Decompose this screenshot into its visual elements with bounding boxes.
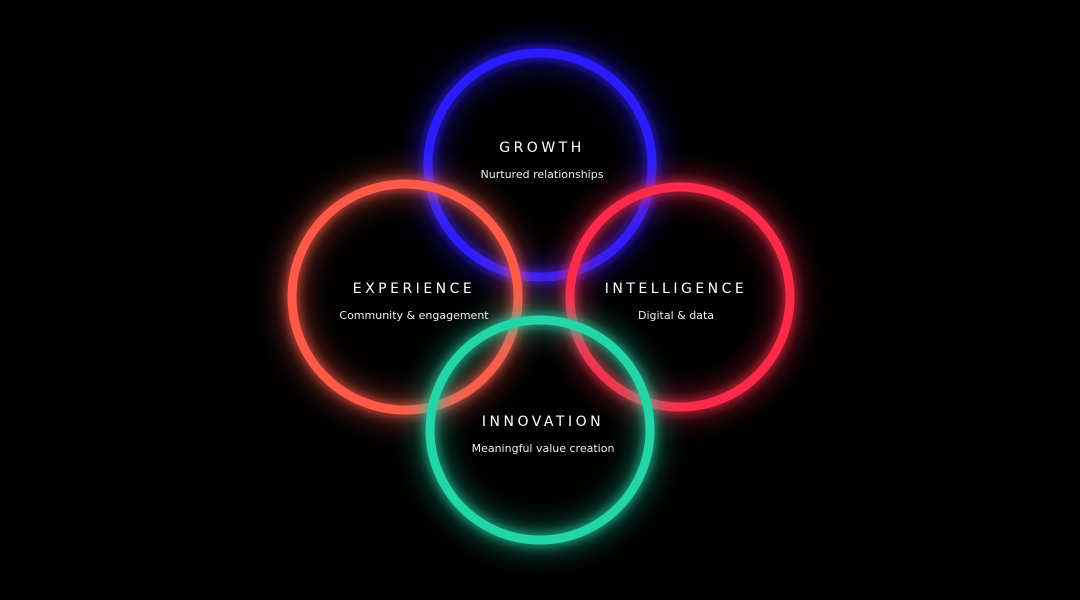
experience-title: EXPERIENCE bbox=[352, 281, 476, 297]
node-experience: EXPERIENCE Community & engagement bbox=[339, 281, 488, 322]
innovation-loop bbox=[425, 315, 655, 545]
growth-title: GROWTH bbox=[499, 140, 585, 156]
growth-subtitle: Nurtured relationships bbox=[480, 168, 604, 181]
intelligence-title: INTELLIGENCE bbox=[604, 281, 748, 297]
innovation-subtitle: Meaningful value creation bbox=[471, 442, 615, 455]
node-innovation: INNOVATION Meaningful value creation bbox=[472, 414, 615, 455]
experience-subtitle: Community & engagement bbox=[339, 309, 489, 322]
growth-loop bbox=[423, 48, 657, 282]
intelligence-loop bbox=[565, 182, 795, 412]
innovation-title: INNOVATION bbox=[481, 414, 605, 430]
node-intelligence: INTELLIGENCE Digital & data bbox=[605, 281, 748, 322]
intelligence-subtitle: Digital & data bbox=[637, 309, 715, 322]
node-growth: GROWTH Nurtured relationships bbox=[481, 140, 604, 181]
experience-loop bbox=[287, 179, 523, 415]
